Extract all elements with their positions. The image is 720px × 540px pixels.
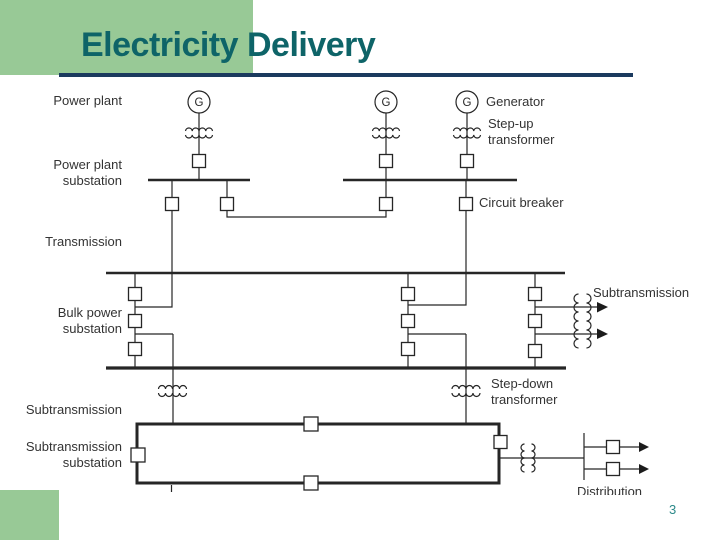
generator-icon bbox=[187, 90, 211, 114]
circuit-breaker-icon bbox=[400, 313, 416, 329]
circuit-breaker-icon bbox=[493, 434, 508, 450]
arrow-right-icon bbox=[639, 442, 649, 452]
circuit-breaker-icon bbox=[527, 286, 543, 302]
transformer-icon bbox=[452, 127, 482, 139]
step-down-transformer-icons bbox=[157, 384, 481, 398]
circuit-breaker-icon bbox=[219, 196, 235, 212]
circuit-breaker-icon bbox=[459, 153, 475, 169]
circuit-breaker-icon bbox=[191, 153, 207, 169]
generator-icons bbox=[187, 90, 479, 114]
arrow-right-icon bbox=[639, 464, 649, 474]
label-circuit-breaker: Circuit breaker bbox=[479, 195, 564, 210]
circuit-breaker-icon bbox=[527, 313, 543, 329]
transformer-icon bbox=[184, 127, 214, 139]
label-power-plant: Power plant bbox=[53, 93, 122, 108]
circuit-breaker-icon bbox=[378, 153, 394, 169]
circuit-breaker-icon bbox=[605, 439, 621, 455]
circuit-breaker-icon bbox=[127, 286, 143, 302]
circuit-breaker-icon bbox=[605, 461, 621, 477]
label-subtransmission-substation: Subtransmission substation bbox=[25, 439, 122, 470]
label-step-down-transformer: Step-down transformer bbox=[491, 376, 558, 407]
subtransmission-ring-bus bbox=[135, 422, 501, 485]
title-accent-block bbox=[0, 0, 253, 75]
circuit-breaker-icon bbox=[527, 343, 543, 359]
circuit-breaker-icon bbox=[378, 196, 394, 212]
transformer-icon bbox=[157, 384, 188, 398]
circuit-breaker-icon bbox=[400, 341, 416, 357]
transformer-icon bbox=[371, 127, 401, 139]
page-number: 3 bbox=[669, 502, 677, 517]
generator-letters: G G G bbox=[195, 97, 472, 109]
label-transmission: Transmission bbox=[45, 234, 122, 249]
generator-letter: G bbox=[195, 97, 204, 109]
generator-letter: G bbox=[382, 97, 391, 109]
generator-icon bbox=[455, 90, 479, 114]
circuit-breaker-icons bbox=[127, 153, 621, 491]
arrow-right-icon bbox=[597, 328, 608, 339]
circuit-breaker-icon bbox=[127, 313, 143, 329]
transformer-icon bbox=[520, 443, 536, 473]
flow-arrows bbox=[597, 302, 649, 474]
circuit-breaker-icon bbox=[164, 196, 180, 212]
label-distribution: Distribution bbox=[577, 485, 643, 495]
generator-icon bbox=[374, 90, 398, 114]
wires bbox=[134, 113, 639, 492]
circuit-breaker-icon bbox=[303, 475, 319, 491]
label-step-up-transformer: Step-up transformer bbox=[488, 116, 555, 147]
step-up-transformer-icons bbox=[184, 127, 482, 139]
arrow-right-icon bbox=[597, 302, 608, 313]
title-underline bbox=[59, 73, 633, 77]
label-generator: Generator bbox=[486, 94, 545, 109]
slide-title: Electricity Delivery bbox=[81, 26, 376, 64]
transformer-icon bbox=[573, 293, 592, 349]
label-power-plant-substation: Power plant substation bbox=[53, 157, 122, 188]
transformer-icon bbox=[451, 384, 481, 398]
label-bulk-power-substation: Bulk power substation bbox=[57, 305, 122, 336]
label-subtransmission-out: Subtransmission bbox=[593, 285, 690, 300]
circuit-breaker-icon bbox=[130, 447, 146, 463]
circuit-breaker-icon bbox=[458, 196, 474, 212]
circuit-breaker-icon bbox=[303, 416, 319, 432]
circuit-breaker-icon bbox=[127, 341, 143, 357]
footer-accent-block bbox=[0, 490, 59, 540]
generator-letter: G bbox=[463, 97, 472, 109]
circuit-breaker-icon bbox=[400, 286, 416, 302]
label-subtransmission: Subtransmission bbox=[25, 402, 122, 417]
